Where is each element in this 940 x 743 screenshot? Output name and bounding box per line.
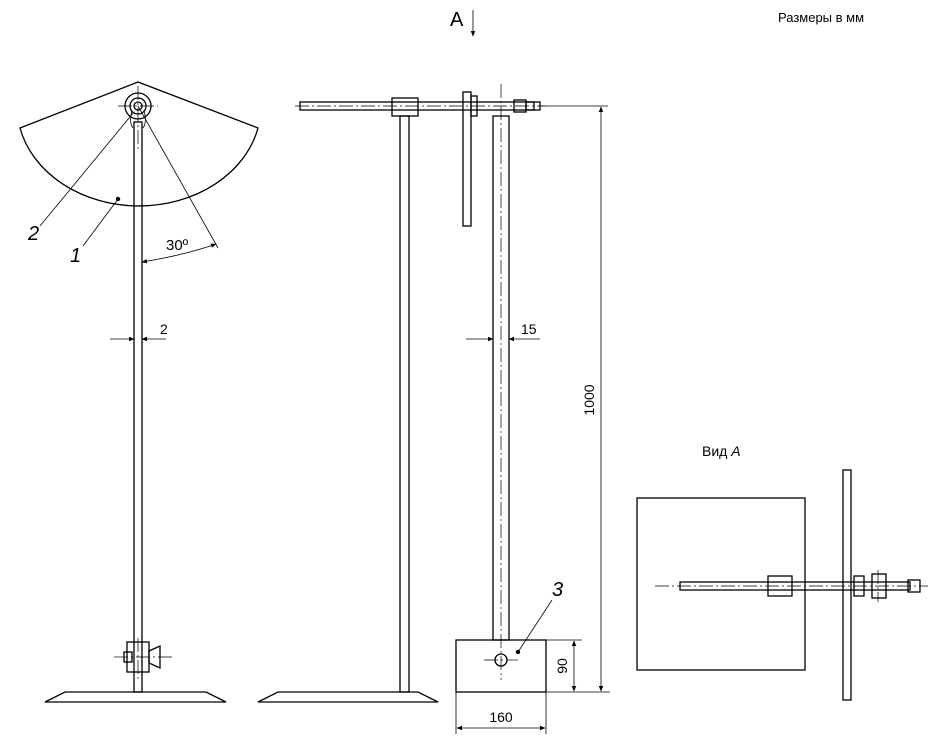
hanging-plate — [462, 91, 472, 227]
view-a-vertical-plate — [842, 469, 852, 701]
leader-1 — [82, 198, 119, 247]
callout-1: 1 — [70, 245, 81, 267]
rod-diameter-right: 15 — [521, 321, 537, 337]
thin-rod — [133, 121, 143, 693]
middle-view: 15 3 90 160 1000 — [257, 84, 610, 734]
base-middle — [257, 691, 439, 703]
wing-nut — [148, 644, 161, 670]
callout-2: 2 — [27, 223, 39, 245]
angle-arc — [141, 243, 217, 264]
angle-label: 30º — [166, 237, 189, 254]
rod-diameter-left: 2 — [160, 321, 168, 337]
vertical-stem — [399, 115, 410, 693]
leader-2 — [39, 111, 135, 227]
left-view: 30º 2 1 2 — [19, 81, 259, 703]
angle-ray — [137, 105, 219, 249]
leader-3 — [517, 599, 553, 653]
fan-sector — [19, 81, 259, 207]
height-dim: 1000 — [581, 384, 597, 415]
weight-block — [455, 639, 547, 693]
base-left — [44, 691, 227, 703]
view-arrow-label: A — [450, 9, 464, 31]
block-width-dim: 160 — [489, 709, 513, 725]
view-a-title: Вид А — [702, 443, 741, 459]
view-a-plate — [636, 497, 806, 671]
view-a: Вид А — [636, 443, 928, 701]
units-note: Размеры в мм — [778, 10, 864, 25]
view-a-arrow: A — [450, 9, 476, 37]
callout-3: 3 — [552, 579, 563, 601]
tee-connector — [391, 97, 419, 117]
block-height-dim: 90 — [554, 658, 570, 674]
